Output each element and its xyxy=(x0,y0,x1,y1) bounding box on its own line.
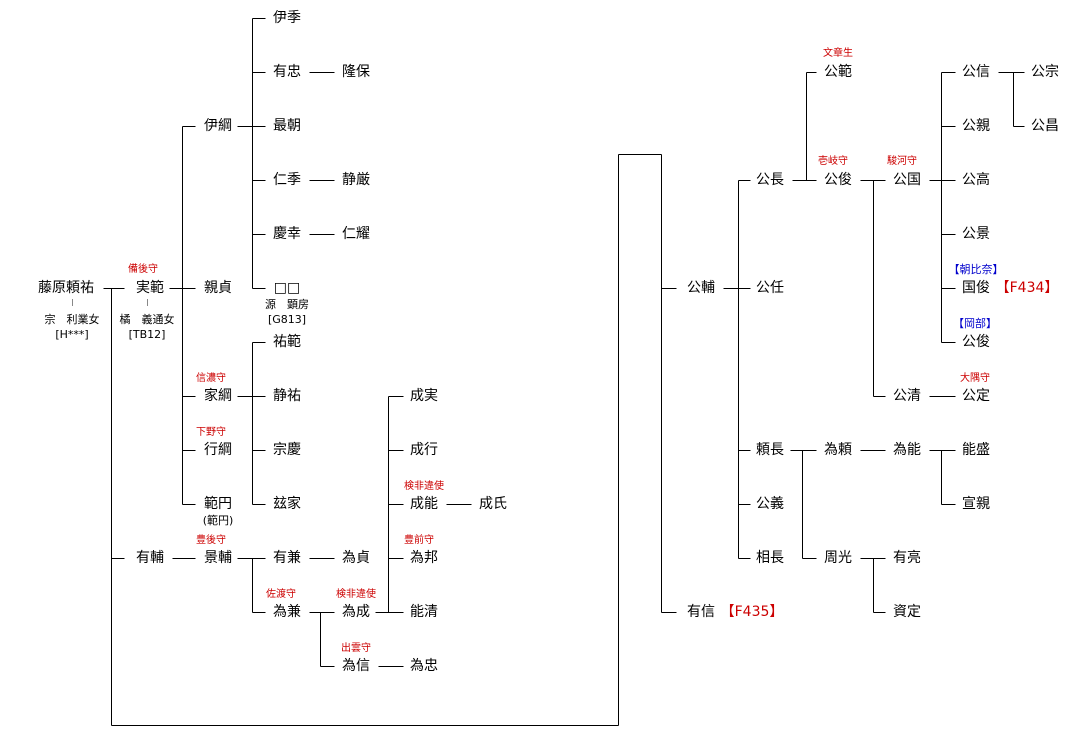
office-sanenori: 備後守 xyxy=(128,264,158,275)
person-arinobu: 有信 xyxy=(687,604,715,620)
person-kinmune: 公宗 xyxy=(1031,64,1059,80)
person-kinto: 公任 xyxy=(756,280,784,296)
person-tamenobu: 為信 xyxy=(342,658,370,674)
person-takayasu: 隆保 xyxy=(342,64,370,80)
spouse-ref-sanenori: [TB12] xyxy=(128,328,166,341)
office-kinnori: 文章生 xyxy=(823,48,853,59)
person-yukizuna: 行綱 xyxy=(204,442,232,458)
person-tamesada: 為貞 xyxy=(342,550,370,566)
person-sukenaga: 相長 xyxy=(756,550,784,566)
person-sukesada: 資定 xyxy=(893,604,921,620)
person-yoshimori: 能盛 xyxy=(962,442,990,458)
person-nariuji: 成氏 xyxy=(479,496,507,512)
person-kinkage: 公景 xyxy=(962,226,990,242)
person-munechika: 宗慶 xyxy=(273,442,301,458)
person-sanenori: 実範 xyxy=(136,280,164,296)
spouse-unknown: 源 顕房 xyxy=(265,298,309,311)
person-yorisuke: 藤原頼祐 xyxy=(38,280,94,296)
alias-noriyen: (範円) xyxy=(202,514,234,527)
person-aritada: 有忠 xyxy=(273,64,301,80)
spouse-ref-unknown: [G813] xyxy=(267,313,307,326)
person-saicho: 最朝 xyxy=(273,118,301,134)
person-tamekuni: 為邦 xyxy=(410,550,438,566)
person-kintaka: 公高 xyxy=(962,172,990,188)
person-kinsuke: 公輔 xyxy=(687,280,715,296)
person-kagesuke: 景輔 xyxy=(204,550,232,566)
person-arisuke2: 有亮 xyxy=(893,550,921,566)
person-shizusuke: 静祐 xyxy=(273,388,301,404)
person-kintoshi: 公俊 xyxy=(824,172,852,188)
clan-kunitoshi: 【朝比奈】 xyxy=(948,263,1004,276)
person-kunitoshi: 国俊 xyxy=(962,280,990,296)
person-kintoshi2: 公俊 xyxy=(962,334,990,350)
person-unknown: □□ xyxy=(273,280,301,296)
office-tamekane: 佐渡守 xyxy=(266,589,296,600)
person-yoshikiyo: 能清 xyxy=(410,604,438,620)
person-sukenori: 祐範 xyxy=(273,334,301,350)
ref-kunitoshi[interactable]: 【F434】 xyxy=(995,280,1059,296)
person-kinchika: 公親 xyxy=(962,118,990,134)
office-tamenari: 検非違使 xyxy=(336,589,376,600)
spouse-ref-yorisuke: [H***] xyxy=(55,328,89,341)
person-nobuchika: 宣親 xyxy=(962,496,990,512)
office-iezuna: 信濃守 xyxy=(196,373,226,384)
person-nariyoshi: 成能 xyxy=(410,496,438,512)
person-kinkuni: 公国 xyxy=(893,172,921,188)
person-nichiyo: 仁耀 xyxy=(342,226,370,242)
person-korezuna: 伊綱 xyxy=(204,118,232,134)
office-yukizuna: 下野守 xyxy=(196,427,226,438)
person-chikasada: 親貞 xyxy=(204,280,232,296)
person-narizane: 成実 xyxy=(410,388,438,404)
person-nariyuki: 成行 xyxy=(410,442,438,458)
person-arisuke: 有輔 xyxy=(136,550,164,566)
office-kinkuni: 駿河守 xyxy=(887,156,917,167)
office-tamekuni: 豊前守 xyxy=(404,535,434,546)
person-yorinaga: 頼長 xyxy=(756,442,784,458)
person-kinyoshi: 公義 xyxy=(756,496,784,512)
person-korezue: 伊季 xyxy=(273,10,301,26)
person-arikane: 有兼 xyxy=(273,550,301,566)
person-tameyori: 為頼 xyxy=(824,442,852,458)
spouse-sanenori: 橘 義通女 xyxy=(119,313,175,326)
person-tamekane: 為兼 xyxy=(273,604,301,620)
person-keiko: 慶幸 xyxy=(273,226,301,242)
person-kinmasa: 公昌 xyxy=(1031,118,1059,134)
person-yaie: 玆家 xyxy=(273,496,301,512)
clan-kintoshi2: 【岡部】 xyxy=(953,317,997,330)
office-tamenobu: 出雲守 xyxy=(341,643,371,654)
person-kinnaga: 公長 xyxy=(756,172,784,188)
person-tameyoshi: 為能 xyxy=(893,442,921,458)
person-chikamitsu: 周光 xyxy=(824,550,852,566)
person-seigen: 静厳 xyxy=(342,172,370,188)
person-kinnobu: 公信 xyxy=(962,64,990,80)
person-kinsada: 公定 xyxy=(962,388,990,404)
person-iezuna: 家綱 xyxy=(204,388,232,404)
office-kintoshi: 壱岐守 xyxy=(818,156,848,167)
office-nariyoshi: 検非違使 xyxy=(404,481,444,492)
office-kinsada: 大隅守 xyxy=(960,373,990,384)
person-noriyen: 範円 xyxy=(204,496,232,512)
ref-arinobu[interactable]: 【F435】 xyxy=(720,604,784,620)
spouse-yorisuke: 宗 利業女 xyxy=(44,313,100,326)
office-kagesuke: 豊後守 xyxy=(196,535,226,546)
person-tametada: 為忠 xyxy=(410,658,438,674)
person-kinnori: 公範 xyxy=(824,64,852,80)
person-tamenari: 為成 xyxy=(342,604,370,620)
person-nisue: 仁季 xyxy=(273,172,301,188)
person-kinkiyo: 公清 xyxy=(893,388,921,404)
